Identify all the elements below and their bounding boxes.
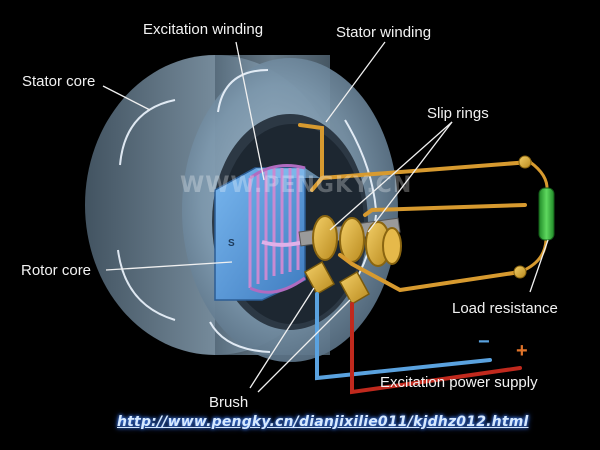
- label-slip-rings: Slip rings: [427, 105, 489, 122]
- label-rotor-core: Rotor core: [21, 262, 92, 279]
- excitation-leads: [315, 292, 522, 395]
- label-brush: Brush: [209, 394, 249, 411]
- label-load-resistance: Load resistance: [452, 300, 558, 317]
- load-resistance: [513, 155, 555, 279]
- source-url-link[interactable]: http://www.pengky.cn/dianjixilie011/kjdh…: [117, 414, 529, 430]
- label-excitation-winding: Excitation winding: [143, 21, 264, 38]
- label-stator-core: Stator core: [22, 73, 96, 90]
- minus-sign: −: [478, 331, 490, 353]
- watermark: WWW.PENGKY.CN: [180, 173, 412, 198]
- label-excitation-power-supply: Excitation power supply: [380, 374, 538, 391]
- slip-rings: [312, 215, 402, 267]
- stator-winding-leads: [298, 123, 532, 293]
- svg-text:S: S: [228, 238, 235, 249]
- leader-lines: [102, 41, 549, 393]
- label-stator-winding: Stator winding: [336, 24, 432, 41]
- brushes: [303, 260, 371, 306]
- plus-sign: +: [516, 340, 528, 362]
